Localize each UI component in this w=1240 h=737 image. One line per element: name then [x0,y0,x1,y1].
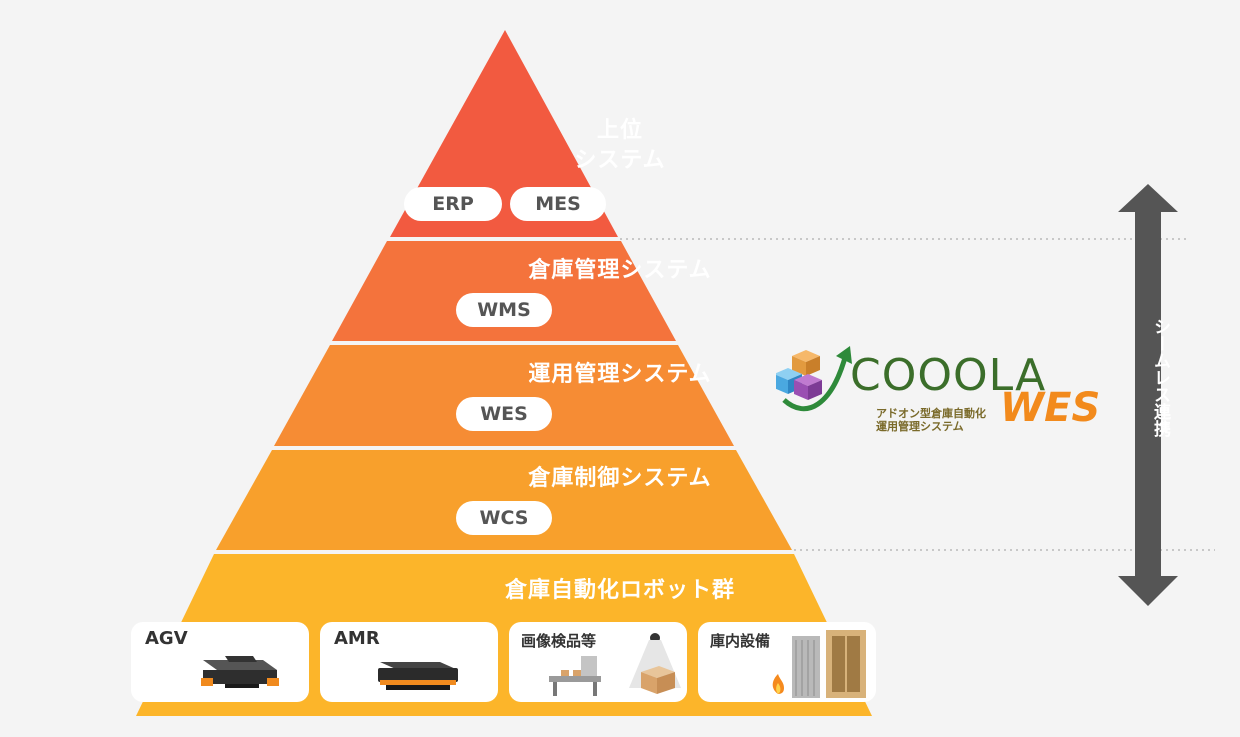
coola-subtitle-line1: アドオン型倉庫自動化 [876,407,986,420]
coola-cubes-icon [776,346,852,412]
pill-erp: ERP [404,187,502,221]
layer-wms-shape [332,241,676,341]
amr-robot-icon [378,662,458,690]
pill-mes: MES [510,187,606,221]
seamless-integration-label: シームレス連携 [1150,318,1170,437]
double-arrow-icon [1118,184,1178,606]
coola-word: COOOLA [850,350,1047,401]
pill-wes: WES [456,397,552,431]
layer-top-title-line2: システム [574,148,666,173]
layer-wes-shape [274,345,734,446]
card-agv: AGV [131,622,309,702]
inspection-icon [549,633,681,696]
layer-wes-title: 運用管理システム [528,362,712,387]
pill-wms: WMS [456,293,552,327]
card-amr: AMR [320,622,498,702]
coola-subtitle-line2: 運用管理システム [876,420,964,433]
card-inspection-label: 画像検品等 [521,632,597,650]
card-inspection: 画像検品等 [509,622,687,702]
layer-robots-title: 倉庫自動化ロボット群 [504,578,735,603]
agv-robot-icon [201,656,279,688]
coola-wes-product: WES [1000,385,1101,431]
pill-wcs: WCS [456,501,552,535]
facility-icon [772,630,866,698]
card-amr-label: AMR [334,628,380,649]
layer-wms-title: 倉庫管理システム [528,258,712,283]
layer-wcs-shape [216,450,792,550]
card-facility: 庫内設備 [698,622,876,702]
card-agv-label: AGV [145,628,188,649]
layer-top-title-line1: 上位 [596,118,643,143]
card-facility-label: 庫内設備 [710,632,771,650]
layer-wcs-title: 倉庫制御システム [528,466,712,491]
layer-top-shape [390,30,618,237]
